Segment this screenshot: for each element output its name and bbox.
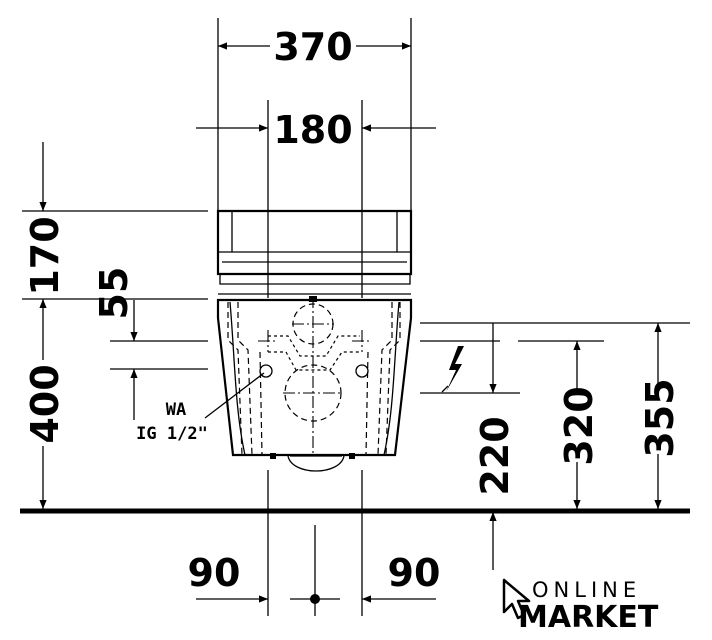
dim-170: 170 (22, 142, 208, 300)
toilet-front-view (216, 209, 413, 472)
dim-bottom-90: 90 90 (188, 470, 441, 616)
logo-line2: MARKET (518, 600, 659, 635)
electrical-symbol (441, 346, 464, 393)
dim-220-label: 220 (473, 416, 517, 495)
dim-400: 400 (23, 299, 67, 509)
dim-55-label: 55 (92, 267, 136, 320)
water-connection-label-1: WA (166, 400, 186, 420)
dim-370-label: 370 (273, 25, 352, 69)
dim-400-label: 400 (23, 364, 67, 443)
water-connection-callout: WA IG 1/2" (136, 372, 265, 444)
dim-220: 220 (420, 323, 520, 570)
dim-355-label: 355 (638, 378, 682, 457)
dim-bottom-right-90-label: 90 (388, 551, 441, 595)
dim-370: 370 (217, 18, 412, 210)
dim-180-label: 180 (273, 108, 352, 152)
online-market-logo: ONLINE MARKET (502, 578, 659, 635)
cursor-icon (502, 578, 531, 620)
water-connection-label-2: IG 1/2" (136, 424, 208, 444)
logo-line1: ONLINE (532, 578, 641, 602)
dim-55: 55 (92, 267, 208, 420)
dim-355: 355 (420, 322, 690, 509)
dim-170-label: 170 (23, 216, 67, 295)
dim-bottom-left-90-label: 90 (188, 551, 241, 595)
dim-320: 320 (518, 340, 604, 509)
dim-180: 180 (196, 100, 436, 298)
dim-320-label: 320 (557, 386, 601, 465)
